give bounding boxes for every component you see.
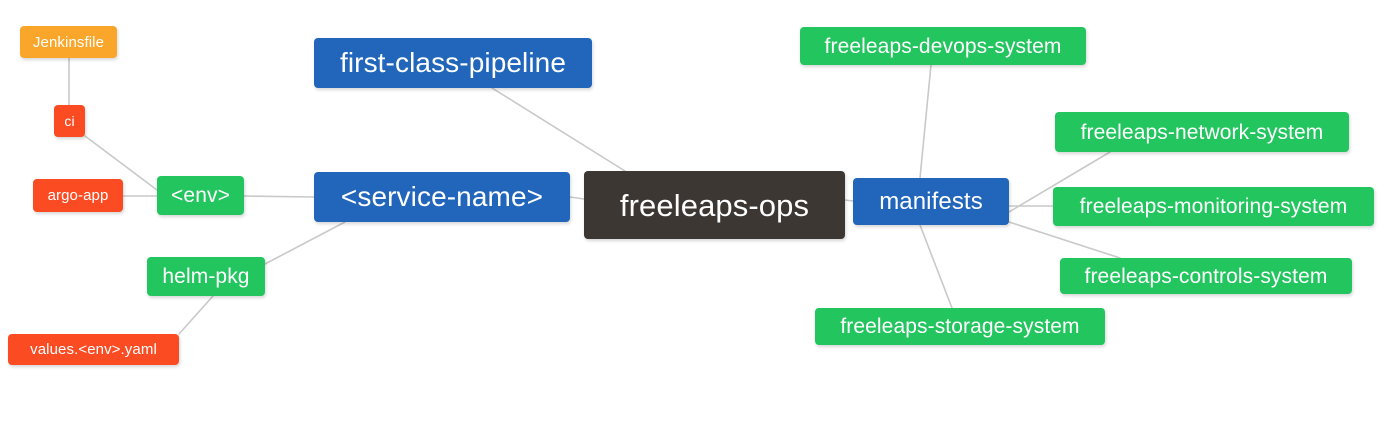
edge-values-yaml-to-helm-pkg	[178, 295, 214, 335]
node-label-freeleaps-monitoring-system: freeleaps-monitoring-system	[1079, 195, 1348, 218]
node-label-manifests: manifests	[879, 187, 983, 215]
edge-manifests-to-freeleaps-storage-system	[919, 224, 953, 309]
node-freeleaps-ops[interactable]: freeleaps-ops	[584, 171, 845, 239]
node-env[interactable]: <env>	[157, 176, 244, 215]
node-label-freeleaps-controls-system: freeleaps-controls-system	[1084, 264, 1328, 288]
node-label-freeleaps-ops: freeleaps-ops	[619, 187, 810, 223]
node-freeleaps-network-system[interactable]: freeleaps-network-system	[1055, 112, 1349, 152]
node-freeleaps-controls-system[interactable]: freeleaps-controls-system	[1060, 258, 1352, 294]
node-freeleaps-storage-system[interactable]: freeleaps-storage-system	[815, 308, 1105, 345]
edge-freeleaps-devops-system-to-manifests	[919, 64, 932, 179]
edge-first-class-pipeline-to-freeleaps-ops	[491, 87, 626, 172]
node-label-ci: ci	[64, 113, 75, 129]
node-label-argo-app: argo-app	[47, 187, 109, 204]
node-ci[interactable]: ci	[54, 105, 85, 137]
node-freeleaps-devops-system[interactable]: freeleaps-devops-system	[800, 27, 1086, 65]
node-freeleaps-monitoring-system[interactable]: freeleaps-monitoring-system	[1053, 187, 1374, 226]
node-values-yaml[interactable]: values.<env>.yaml	[8, 334, 179, 365]
node-argo-app[interactable]: argo-app	[33, 179, 123, 212]
node-label-freeleaps-storage-system: freeleaps-storage-system	[840, 315, 1080, 338]
node-label-freeleaps-network-system: freeleaps-network-system	[1080, 120, 1324, 144]
node-manifests[interactable]: manifests	[853, 178, 1009, 225]
edge-manifests-to-freeleaps-controls-system	[1008, 221, 1121, 259]
node-label-env: <env>	[171, 184, 230, 207]
node-first-class-pipeline[interactable]: first-class-pipeline	[314, 38, 592, 88]
edge-env-to-service-name	[243, 195, 315, 198]
node-label-jenkinsfile: Jenkinsfile	[32, 33, 105, 51]
node-label-values-yaml: values.<env>.yaml	[30, 341, 157, 358]
node-label-freeleaps-devops-system: freeleaps-devops-system	[824, 34, 1062, 58]
node-label-helm-pkg: helm-pkg	[162, 265, 250, 288]
node-jenkinsfile[interactable]: Jenkinsfile	[20, 26, 117, 58]
node-label-service-name: <service-name>	[340, 181, 544, 212]
node-helm-pkg[interactable]: helm-pkg	[147, 257, 265, 296]
edge-service-name-to-freeleaps-ops	[569, 196, 585, 200]
node-service-name[interactable]: <service-name>	[314, 172, 570, 222]
node-label-first-class-pipeline: first-class-pipeline	[339, 47, 567, 78]
edge-freeleaps-ops-to-manifests	[844, 199, 854, 202]
edge-helm-pkg-to-service-name	[264, 221, 346, 265]
